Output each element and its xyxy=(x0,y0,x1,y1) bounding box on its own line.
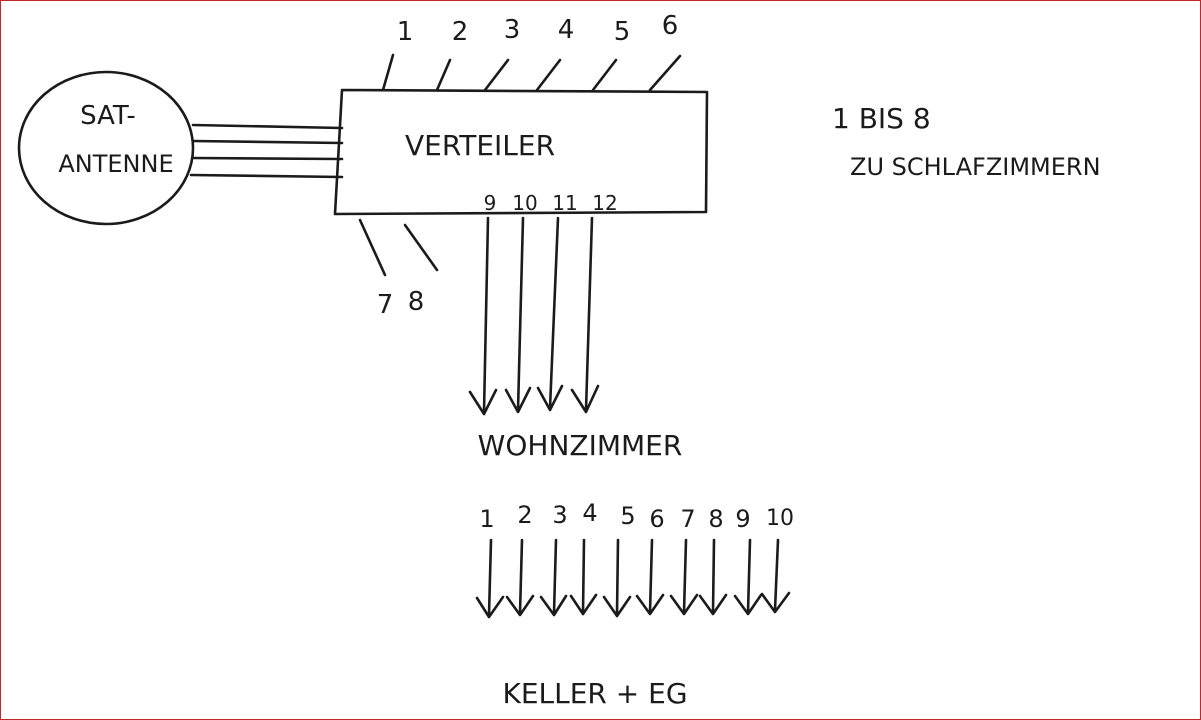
splitter-box xyxy=(333,88,709,216)
top-output-label-5: 5 xyxy=(614,17,631,47)
basement-output-label-9: 9 xyxy=(735,505,750,533)
bottom-output-label-9: 9 xyxy=(484,191,497,215)
basement-output-label-8: 8 xyxy=(708,505,723,533)
top-output-lines xyxy=(381,53,682,92)
basement-label: KELLER + EG xyxy=(502,677,687,710)
antenna-label-line2: ANTENNE xyxy=(58,150,173,178)
bottom-output-label-11: 11 xyxy=(552,191,577,215)
left-output-label-7: 7 xyxy=(377,290,394,320)
living-room-arrows xyxy=(468,216,600,416)
basement-output-label-2: 2 xyxy=(517,501,532,529)
splitter-label: VERTEILER xyxy=(405,129,555,162)
top-output-label-1: 1 xyxy=(397,17,414,47)
basement-arrows xyxy=(475,538,791,619)
basement-output-label-10: 10 xyxy=(766,506,794,531)
top-output-label-6: 6 xyxy=(662,11,679,41)
basement-output-label-6: 6 xyxy=(649,505,664,533)
basement-output-label-5: 5 xyxy=(620,502,635,530)
top-output-label-4: 4 xyxy=(558,15,575,45)
top-output-label-2: 2 xyxy=(452,17,469,47)
basement-output-label-4: 4 xyxy=(582,499,597,527)
basement-output-label-3: 3 xyxy=(552,501,567,529)
top-output-label-3: 3 xyxy=(504,15,521,45)
antenna-circle xyxy=(17,70,195,226)
left-output-lines xyxy=(358,218,439,277)
antenna-cables xyxy=(189,123,344,179)
left-output-label-8: 8 xyxy=(408,287,425,317)
bottom-output-label-12: 12 xyxy=(592,191,617,215)
note-line2: ZU SCHLAFZIMMERN xyxy=(850,153,1101,181)
living-room-label: WOHNZIMMER xyxy=(478,429,683,462)
basement-output-label-7: 7 xyxy=(680,505,695,533)
bottom-output-label-10: 10 xyxy=(512,191,537,215)
antenna-label-line1: SAT- xyxy=(80,101,136,131)
basement-output-label-1: 1 xyxy=(479,505,494,533)
note-line1: 1 BIS 8 xyxy=(832,102,931,135)
